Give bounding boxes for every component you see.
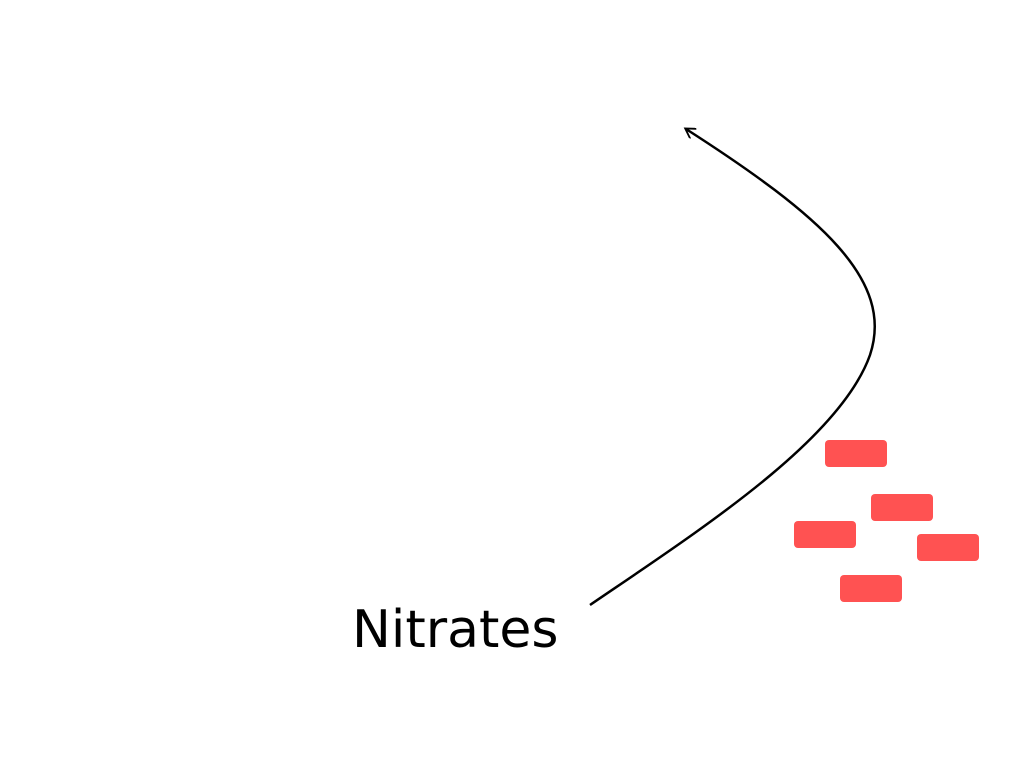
nitrate-particle [840, 575, 902, 602]
nitrates-label: Nitrates [352, 600, 559, 660]
nitrate-particle [825, 440, 887, 467]
nitrate-particle [794, 521, 856, 548]
nitrate-particle [871, 494, 933, 521]
nitrate-particle [917, 534, 979, 561]
uptake-arrow [589, 129, 876, 607]
